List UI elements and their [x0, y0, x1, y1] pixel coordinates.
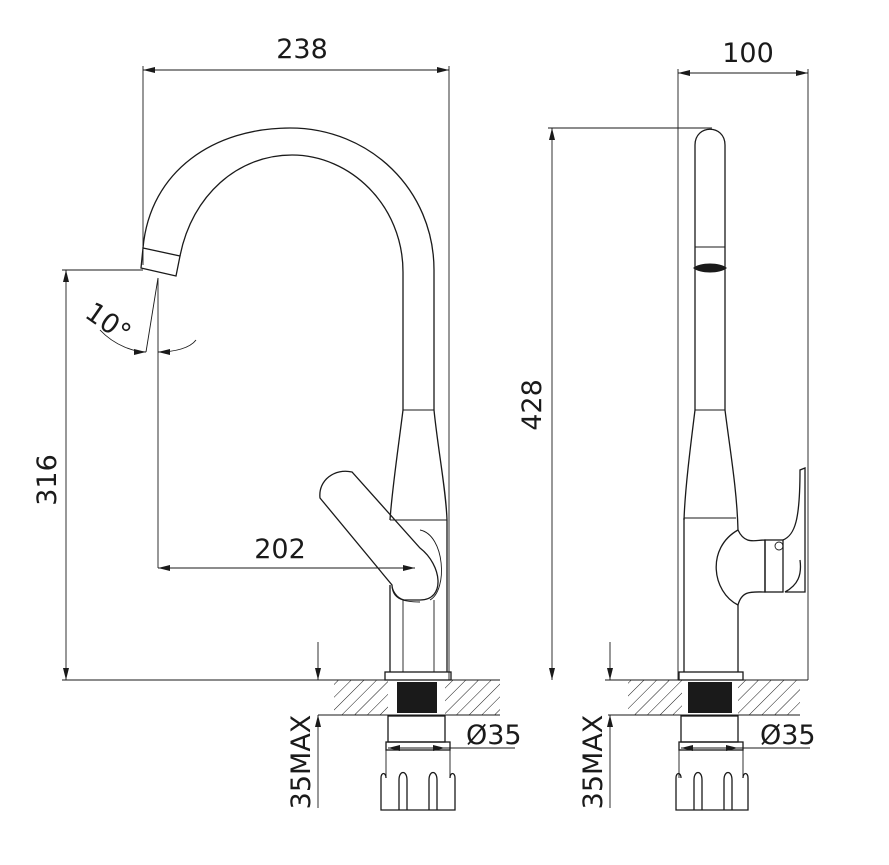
valve-body	[715, 529, 766, 606]
front-view: 238 316	[32, 34, 522, 811]
mounting-nut	[688, 682, 732, 713]
base-flange	[384, 671, 452, 681]
side-spout	[694, 128, 726, 410]
angle-arc	[99, 329, 147, 355]
side-lever	[782, 467, 806, 593]
spout-height-label: 316	[32, 454, 63, 506]
spout-aerator	[140, 247, 181, 277]
indicator-dot	[774, 541, 784, 551]
side-view: 100 428 35MAX	[517, 38, 816, 811]
lever-handle	[319, 470, 439, 601]
threaded-shank	[387, 715, 446, 743]
width-dimension-label: 238	[276, 34, 328, 65]
hole-diameter-label: Ø35	[466, 720, 522, 751]
counter-hatch-right	[445, 680, 500, 715]
body-taper-right	[433, 409, 448, 521]
total-height-label: 428	[517, 379, 548, 431]
counter-hatch-left	[628, 680, 682, 715]
body-taper-left	[389, 409, 404, 521]
swivel-angle-label: 10°	[79, 297, 136, 350]
fixing-nut	[380, 771, 456, 811]
aerator	[693, 263, 727, 273]
spout-outer	[142, 127, 435, 271]
counter-hatch-right	[738, 680, 800, 715]
depth-dimension-label: 100	[722, 38, 774, 69]
counter-hatch-left	[334, 680, 388, 715]
hole-diameter-label: Ø35	[760, 720, 816, 751]
reach-label: 202	[254, 534, 306, 565]
mounting-nut	[397, 682, 437, 713]
fixing-nut	[675, 771, 749, 811]
cartridge-cap	[764, 539, 784, 593]
counter-thickness-label: 35MAX	[578, 715, 609, 810]
spout-inner	[179, 154, 404, 273]
counter-thickness-label: 35MAX	[286, 715, 317, 810]
